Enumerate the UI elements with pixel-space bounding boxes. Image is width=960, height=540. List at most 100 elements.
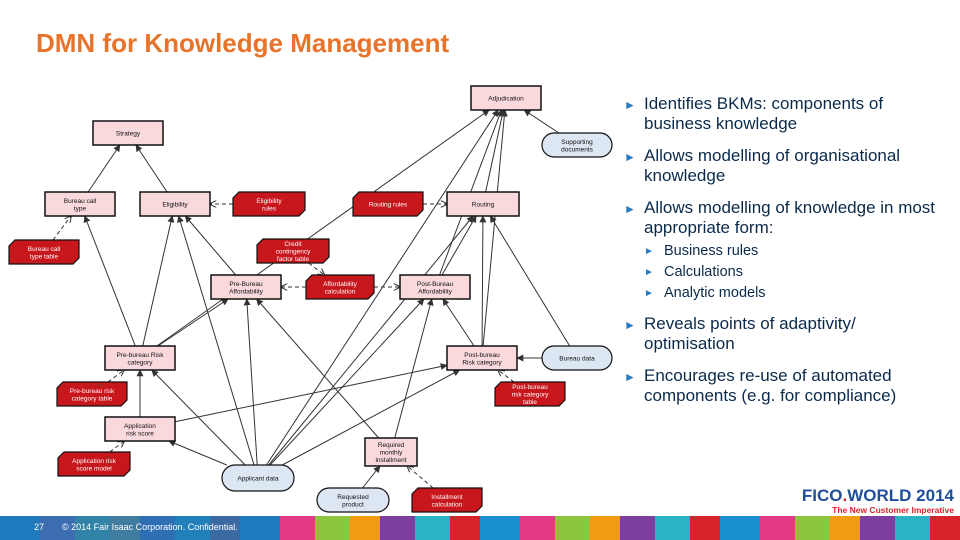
node-label: Adjudication [488,96,524,103]
node-shape [364,437,418,467]
node-shape [305,274,375,300]
bullet-arrow-icon: ► [624,98,636,112]
node-label: Applicant data [237,476,279,483]
information-requirement-post-bureau-affordability-to-routing [441,215,477,276]
sub-bullet-arrow-icon: ► [644,288,654,299]
diagram-edges [52,109,571,489]
bullet-text: Encourages re-use of automated component… [644,366,897,405]
information-requirement-applicant-data-to-post-bureau-affordability [269,298,425,466]
node-shape [44,191,116,217]
node-label: Routing rules [369,202,408,209]
sub-bullet-item: ► Business rules [624,241,944,262]
node-shape [399,274,471,300]
knowledge-requirement-bureau-call-type-table-to-bureau-call-type [52,216,71,241]
node-shape [56,381,128,407]
sub-bullet-text: Calculations [664,264,743,280]
knowledge-requirement-application-risk-score-model-to-application-risk-score [109,441,124,453]
knowledge-requirement-post-bureau-risk-category-table-to-post-bureau-risk-category [498,370,515,383]
information-requirement-pre-bureau-risk-category-to-adjudication [156,109,490,347]
bullet-arrow-icon: ► [624,150,636,164]
node-label: Routing [472,202,495,209]
node-shape [104,345,176,371]
copyright-text: © 2014 Fair Isaac Corporation. Confident… [62,522,238,532]
page-number: 27 [34,522,45,532]
information-requirement-applicant-data-to-pre-bureau-affordability [243,298,258,466]
node-label: Eligibility [162,202,188,209]
node-strategy: Strategy [92,120,164,146]
node-shape [104,416,176,442]
node-label: Bureau data [559,356,595,363]
sub-bullet-text: Analytic models [664,285,766,301]
information-requirement-pre-bureau-risk-category-to-bureau-call-type [83,215,136,347]
node-shape [232,191,306,217]
logo-wordmark: FICO.WORLD 2014 [802,486,954,506]
node-routing: Routing [446,191,520,217]
fico-world-logo: FICO.WORLD 2014 The New Customer Imperat… [802,486,956,515]
knowledge-requirement-pre-bureau-risk-category-table-to-pre-bureau-risk-category [107,370,124,383]
information-requirement-applicant-data-to-eligibility [177,215,255,466]
information-requirement-requested-product-to-required-monthly-installment [362,465,381,489]
node-shape [316,487,390,513]
information-requirement-required-monthly-installment-to-pre-bureau-affordability [256,298,380,439]
bullet-item: ► Encourages re-use of automated componen… [624,366,944,406]
node-shape [139,191,211,217]
node-adjudication: Adjudication [470,85,542,111]
sub-bullet-item: ► Calculations [624,262,944,283]
information-requirement-applicant-data-to-routing [268,215,474,466]
node-shape [470,85,542,111]
logo-event: WORLD 2014 [847,486,954,505]
node-routing-rules: Routing rules [352,191,424,217]
bullet-arrow-icon: ► [624,318,636,332]
bullet-item: ►Allows modelling of organisational know… [624,146,944,186]
logo-tagline: The New Customer Imperative [832,505,954,515]
node-shape [541,132,613,158]
node-eligibility: Eligibility [139,191,211,217]
information-requirement-post-bureau-risk-category-to-routing [479,215,487,347]
node-bureau-data: Bureau data [541,345,613,371]
knowledge-requirement-credit-contingency-factor-table-to-affordability-calculation [308,262,325,275]
sub-bullet-arrow-icon: ► [644,246,654,257]
bullet-text: Identifies BKMs: components of business … [644,94,884,133]
logo-dot: . [842,486,848,505]
information-requirement-routing-to-adjudication [485,109,506,193]
sub-bullet-arrow-icon: ► [644,267,654,278]
bullet-arrow-icon: ► [624,370,636,384]
node-shape [411,487,483,513]
footer-bar: 27 © 2014 Fair Isaac Corporation. Confid… [0,516,960,540]
bullet-arrow-icon: ► [624,202,636,216]
information-requirement-applicant-data-to-pre-bureau-risk-category [151,369,246,466]
bullet-item: ►Allows modelling of knowledge in most a… [624,198,944,238]
information-requirement-post-bureau-risk-category-to-adjudication [482,109,508,347]
sub-bullet-list: ► Business rules ► Calculations ► Analytic … [624,241,944,304]
information-requirement-required-monthly-installment-to-post-bureau-affordability [394,298,434,439]
information-requirement-pre-bureau-risk-category-to-pre-bureau-affordability [157,298,229,347]
information-requirement-bureau-data-to-routing [489,215,571,347]
sub-bullet-text: Business rules [664,243,759,259]
node-shape [8,239,80,265]
bullet-text: Reveals points of adaptivity/ optimisati… [644,314,856,353]
bullet-item: ► Reveals points of adaptivity/ optimisat… [624,314,944,354]
node-shape [221,464,295,492]
information-requirement-applicant-data-to-application-risk-score [168,440,227,466]
